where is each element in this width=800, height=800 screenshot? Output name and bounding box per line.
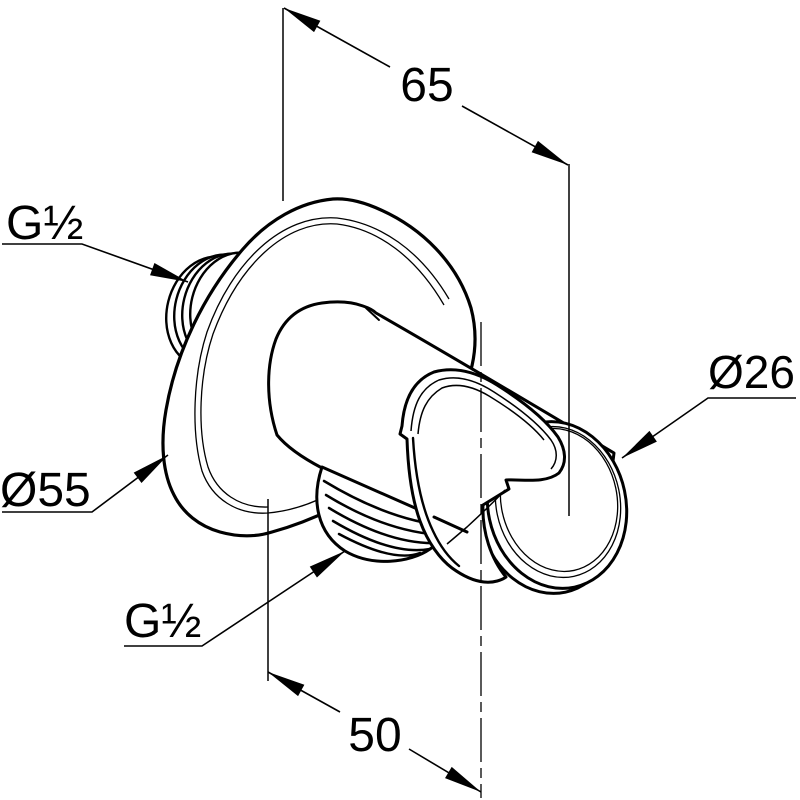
outlet-thread-label: G½ bbox=[124, 595, 201, 648]
leader-wall-thread bbox=[2, 243, 189, 283]
dimension-50-line bbox=[267, 671, 482, 793]
wall-thread-label: G½ bbox=[6, 197, 83, 250]
dimension-65-label: 65 bbox=[400, 59, 453, 112]
wall-plate-chamfer bbox=[194, 217, 450, 514]
holder-diameter-label: Ø26 bbox=[708, 346, 795, 398]
leader-outlet-thread bbox=[124, 550, 346, 647]
plate-diameter-label: Ø55 bbox=[0, 464, 91, 517]
leader-holder-diameter bbox=[621, 397, 796, 459]
leader-plate-diameter bbox=[2, 454, 169, 513]
dimension-65-line bbox=[283, 7, 569, 166]
dimension-50-label: 50 bbox=[348, 709, 401, 762]
